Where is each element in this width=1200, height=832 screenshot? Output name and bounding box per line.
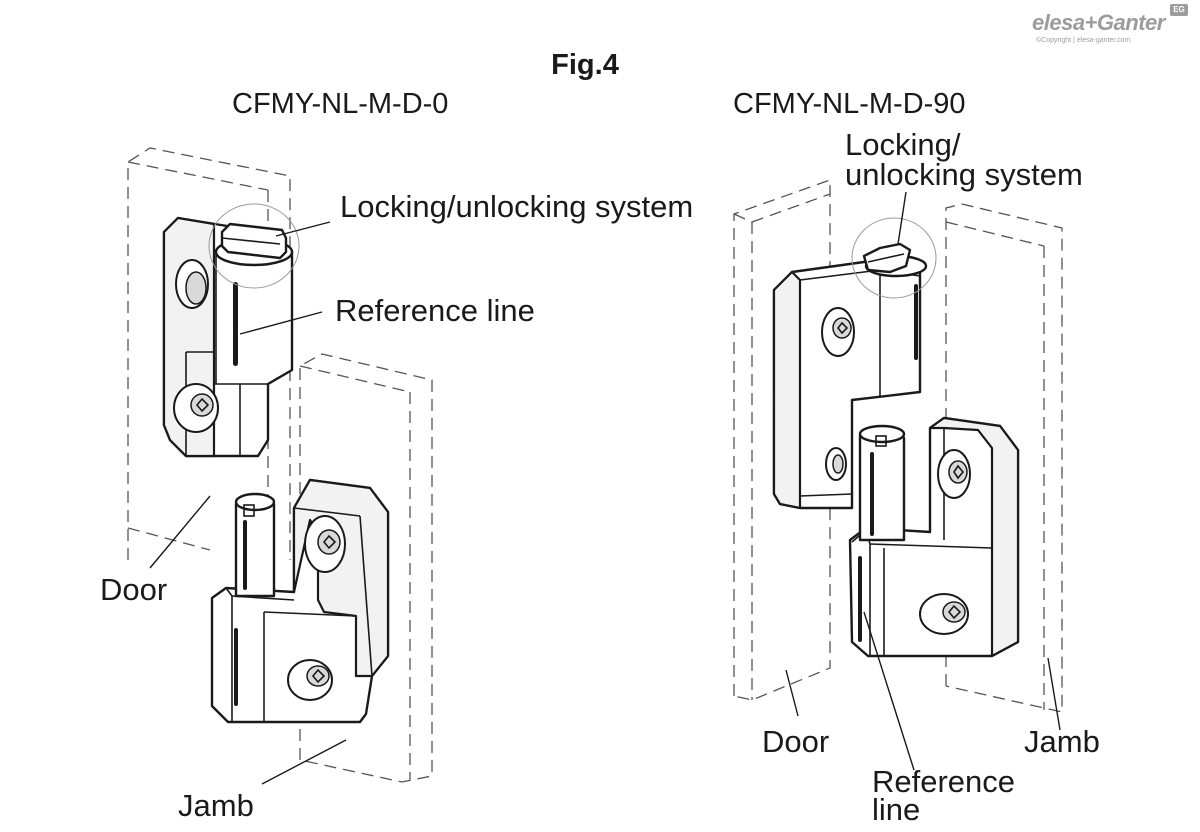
left-lower-screw-bottom [287, 659, 333, 701]
left-jamb-panel [299, 353, 433, 783]
left-locking-leader [275, 221, 331, 237]
left-jamb-leader [261, 739, 347, 785]
right-locking-highlight-circle [851, 217, 937, 299]
left-upper-hole-top [175, 259, 209, 309]
right-jamb-label: Jamb [1024, 724, 1100, 759]
right-assembly: Locking/ unlocking system Door Jamb Refe… [733, 127, 1100, 827]
figure-title: Fig.4 [551, 49, 619, 81]
left-door-leader [149, 495, 211, 569]
logo-copyright: ©Copyright | elesa-ganter.com [1036, 37, 1131, 44]
left-lower-screw-top [304, 515, 346, 573]
logo-badge: EG [1170, 4, 1188, 16]
left-reference-leader [239, 311, 323, 335]
right-jamb-panel [945, 203, 1063, 713]
left-locking-label: Locking/unlocking system [340, 189, 693, 224]
right-door-hinge-half [772, 242, 928, 510]
right-jamb-screw-top [937, 449, 971, 499]
right-locking-leader [897, 191, 907, 245]
left-model-label: CFMY-NL-M-D-0 [232, 88, 448, 120]
left-door-label: Door [100, 572, 167, 607]
left-reference-label: Reference line [335, 293, 535, 328]
right-jamb-leader [1047, 657, 1061, 731]
left-jamb-label: Jamb [178, 788, 254, 823]
logo-brand: elesa+Ganter [1032, 10, 1165, 35]
left-locking-highlight-circle [208, 203, 300, 289]
left-assembly: Locking/unlocking system Reference line … [100, 147, 693, 823]
left-lower-hinge-half [210, 478, 390, 724]
right-reference-leader [863, 611, 915, 771]
right-locking-label-line2: unlocking system [845, 157, 1083, 192]
right-jamb-screw-bottom [919, 593, 969, 635]
right-door-leader [785, 669, 799, 717]
right-reference-label-line1: Reference [872, 764, 1015, 799]
elesa-ganter-logo: elesa+Ganter EG ©Copyright | elesa-gante… [1032, 4, 1192, 48]
right-door-label: Door [762, 724, 829, 759]
right-model-label: CFMY-NL-M-D-90 [733, 88, 966, 120]
right-reference-label-line2: line [872, 792, 920, 827]
right-door-screw-top [821, 307, 855, 357]
right-locking-label-line1: Locking/ [845, 127, 961, 162]
left-upper-hinge-half [162, 216, 294, 458]
right-door-hole-bottom [825, 447, 847, 481]
left-upper-screw [173, 383, 219, 433]
right-jamb-hinge-half [848, 416, 1020, 658]
